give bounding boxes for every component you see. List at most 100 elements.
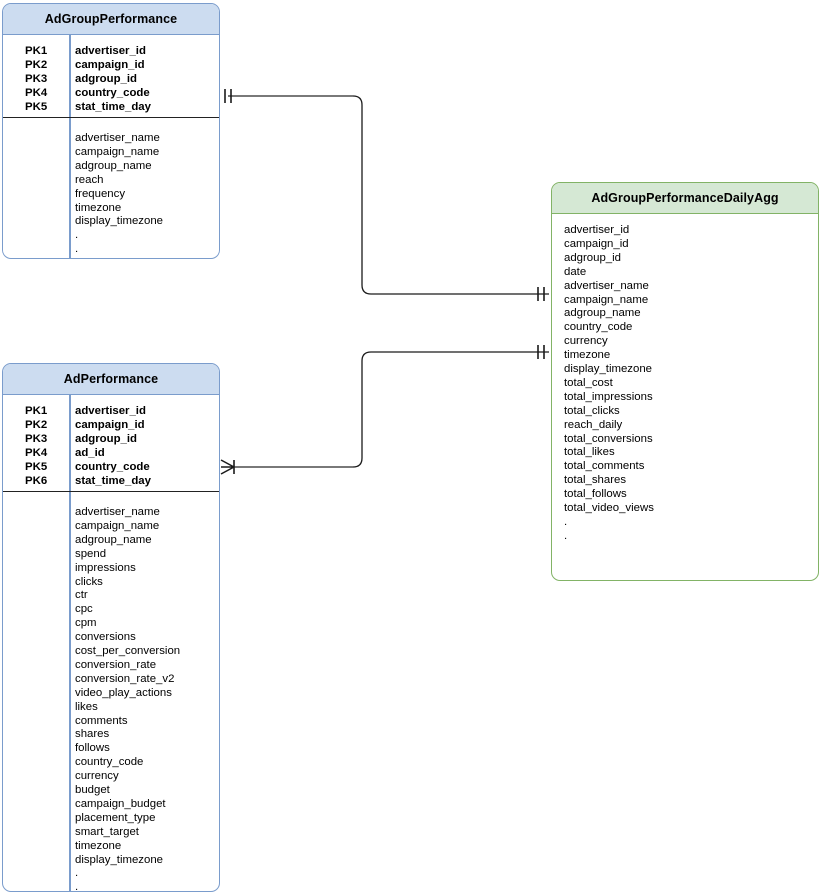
- field-name: total_shares: [564, 474, 627, 487]
- field-ellipsis: .: [75, 229, 79, 242]
- field-row: .: [552, 515, 818, 529]
- field-name: campaign_budget: [75, 797, 166, 810]
- field-row: cost_per_conversion: [3, 644, 219, 658]
- field-row: conversion_rate: [3, 658, 219, 672]
- field-name: advertiser_name: [75, 132, 160, 144]
- field-name: display_timezone: [564, 363, 653, 375]
- field-name: display_timezone: [75, 215, 164, 228]
- primary-key-field-name: ad_id: [75, 446, 105, 459]
- field-name: total_comments: [564, 460, 645, 473]
- field-name: total_likes: [564, 446, 615, 459]
- field-name: timezone: [75, 201, 122, 214]
- field-name: advertiser_id: [564, 224, 630, 236]
- field-row: advertiser_name: [3, 131, 219, 145]
- field-name: reach_daily: [564, 418, 623, 431]
- field-row: budget: [3, 783, 219, 797]
- field-row: display_timezone: [3, 214, 219, 228]
- field-name: likes: [75, 700, 98, 713]
- field-row: total_conversions: [552, 432, 818, 446]
- primary-key-divider: [3, 491, 219, 493]
- field-name: reach: [75, 173, 104, 186]
- field-row: total_clicks: [552, 404, 818, 418]
- primary-key-field-name: country_code: [75, 460, 150, 473]
- field-name: ctr: [75, 589, 88, 602]
- entity-title-adgroup-performance-daily-agg: AdGroupPerformanceDailyAgg: [552, 183, 818, 214]
- primary-key-divider: [3, 117, 219, 119]
- primary-key-field-name: campaign_id: [75, 58, 145, 71]
- primary-key-tag: PK3: [25, 432, 48, 445]
- connector-line-adgroup-to-agg: [352, 95, 549, 295]
- field-name: clicks: [75, 575, 103, 588]
- field-row: campaign_name: [552, 293, 818, 307]
- field-row: reach: [3, 173, 219, 187]
- primary-key-field-name: adgroup_id: [75, 432, 138, 445]
- primary-key-field-name: adgroup_id: [75, 72, 138, 85]
- field-name: conversions: [75, 631, 136, 644]
- primary-key-row: PK2 campaign_id: [3, 58, 219, 72]
- entity-title-adgroup-performance: AdGroupPerformance: [3, 4, 219, 35]
- primary-key-tag: PK5: [25, 460, 48, 473]
- field-name: total_impressions: [564, 390, 653, 403]
- column-divider: [69, 35, 71, 258]
- field-name: campaign_name: [75, 519, 160, 532]
- field-row: conversion_rate_v2: [3, 672, 219, 686]
- field-row: impressions: [3, 561, 219, 575]
- field-row: country_code: [552, 320, 818, 334]
- primary-key-tag: PK3: [25, 72, 48, 85]
- entity-adgroup-performance-daily-agg[interactable]: AdGroupPerformanceDailyAgg advertiser_id…: [551, 182, 819, 581]
- field-name: conversion_rate: [75, 658, 157, 671]
- field-name: total_clicks: [564, 404, 620, 417]
- field-row: .: [3, 866, 219, 880]
- field-name: adgroup_name: [75, 159, 152, 172]
- field-name: adgroup_id: [564, 251, 622, 264]
- field-name: timezone: [75, 839, 122, 852]
- field-name: follows: [75, 742, 110, 755]
- primary-key-field-name: stat_time_day: [75, 474, 151, 487]
- field-row: display_timezone: [3, 853, 219, 867]
- field-row: date: [552, 265, 818, 279]
- primary-key-tag: PK2: [25, 58, 48, 71]
- field-row: advertiser_id: [552, 223, 818, 237]
- primary-key-field-name: advertiser_id: [75, 405, 146, 417]
- field-row: shares: [3, 727, 219, 741]
- field-name: conversion_rate_v2: [75, 672, 175, 685]
- primary-key-tag: PK5: [25, 100, 48, 113]
- field-row: smart_target: [3, 825, 219, 839]
- field-name: advertiser_name: [564, 279, 649, 292]
- field-name: cost_per_conversion: [75, 645, 181, 657]
- primary-key-tag: PK4: [25, 446, 48, 459]
- field-name: timezone: [564, 349, 611, 362]
- field-name: shares: [75, 728, 110, 741]
- primary-key-row: PK4 ad_id: [3, 446, 219, 460]
- field-row: campaign_id: [552, 237, 818, 251]
- field-name: total_conversions: [564, 432, 653, 445]
- field-name: country_code: [564, 321, 633, 334]
- field-name: cpm: [75, 617, 97, 630]
- field-name: total_follows: [564, 488, 627, 501]
- field-row: comments: [3, 714, 219, 728]
- field-row: placement_type: [3, 811, 219, 825]
- field-ellipsis: .: [75, 243, 79, 256]
- relationship-adgroup-to-agg: [224, 89, 549, 301]
- field-row: follows: [3, 741, 219, 755]
- field-name: currency: [564, 335, 608, 348]
- primary-key-tag: PK1: [25, 45, 48, 57]
- connector-line-ad-to-agg: [352, 351, 549, 468]
- field-row: .: [3, 228, 219, 242]
- primary-key-field-name: country_code: [75, 86, 150, 99]
- field-name: campaign_name: [75, 145, 160, 158]
- primary-key-field-name: stat_time_day: [75, 100, 151, 113]
- field-row: timezone: [3, 201, 219, 215]
- field-ellipsis: .: [564, 515, 568, 528]
- field-row: reach_daily: [552, 418, 818, 432]
- field-row: currency: [552, 334, 818, 348]
- field-row: adgroup_name: [3, 533, 219, 547]
- field-name: comments: [75, 714, 128, 727]
- field-name: placement_type: [75, 811, 156, 824]
